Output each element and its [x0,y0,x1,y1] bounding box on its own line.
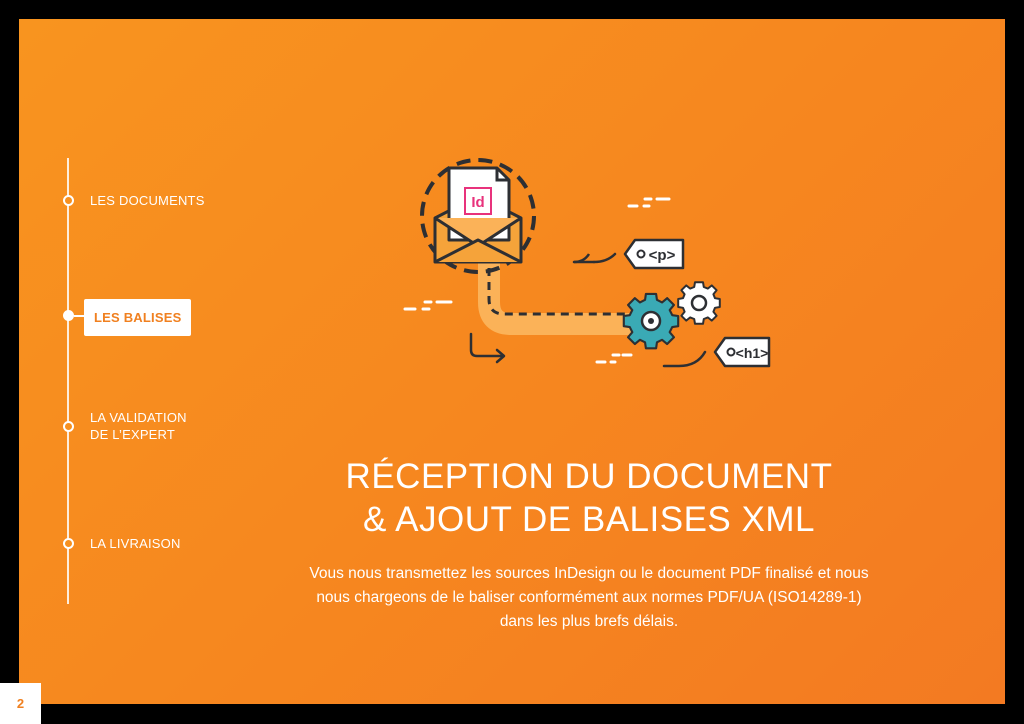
timeline-line [67,158,69,604]
nav-label-la-livraison: LA LIVRAISON [90,536,181,551]
content-panel: LES DOCUMENTS LES BALISES LA VALIDATION … [19,19,1005,704]
arrow-icon [469,332,506,364]
nav-item-la-validation[interactable]: LA VALIDATION DE L’EXPERT [63,409,187,443]
timeline-dot [63,421,74,432]
nav-label-les-documents: LES DOCUMENTS [90,193,205,208]
dashed-circle [420,158,536,274]
page-title: RÉCEPTION DU DOCUMENT & AJOUT DE BALISES… [309,455,869,541]
tag-icon-h1: <h1> [662,336,771,368]
page-title-line1: RÉCEPTION DU DOCUMENT [345,457,833,496]
indesign-badge [464,187,492,215]
timeline-dot-active [63,310,74,321]
xml-tagging-illustration: Id [403,158,771,368]
timeline-dot [63,195,74,206]
nav-label-les-balises: LES BALISES [84,299,192,336]
nav-item-la-livraison[interactable]: LA LIVRAISON [63,535,181,552]
nav-item-les-balises[interactable]: LES BALISES [63,299,192,336]
decorative-dashes [403,197,671,364]
gear-icon-teal [622,292,680,350]
flow-dashed-line [487,254,629,316]
page-number: 2 [0,683,41,724]
nav-label-la-validation: LA VALIDATION DE L’EXPERT [90,410,187,442]
timeline-connector [74,315,84,317]
envelope-icon: Id [433,166,523,264]
indesign-badge-text: Id [471,194,484,211]
timeline-dot [63,538,74,549]
description-text: Vous nous transmettez les sources InDesi… [309,565,869,630]
tag-icon-p: <p> [572,238,685,270]
page-title-line2: & AJOUT DE BALISES XML [363,500,815,539]
tag-p-text: <p> [649,247,676,264]
gear-icon-white [677,281,721,325]
nav-item-les-documents[interactable]: LES DOCUMENTS [63,192,205,209]
tag-h1-text: <h1> [736,345,769,361]
